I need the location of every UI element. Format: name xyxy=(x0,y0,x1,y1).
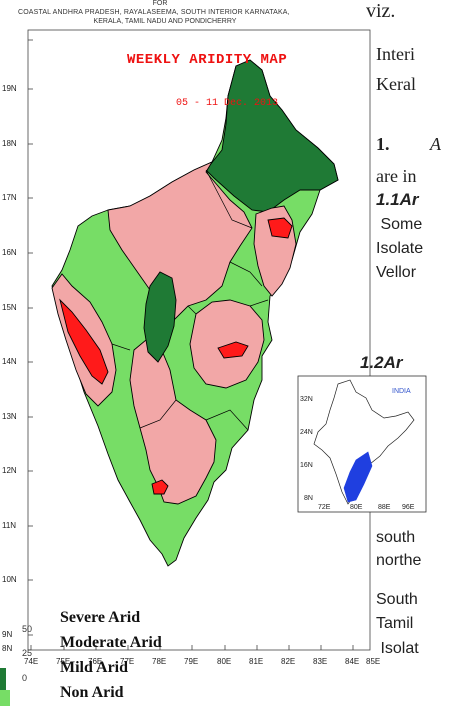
inset-lon-label: 96E xyxy=(402,504,415,511)
region-severe-central xyxy=(217,341,249,359)
lon-label: 83E xyxy=(313,657,328,666)
lat-label: 10N xyxy=(2,575,17,584)
inset-lon-label: 80E xyxy=(350,504,363,511)
lon-label: 74E xyxy=(24,657,39,666)
inset-lat-label: 24N xyxy=(300,429,313,436)
doc-sub12-l4: northe xyxy=(376,552,422,569)
region-non-arid-north xyxy=(205,59,339,213)
lon-label: 78E xyxy=(152,657,167,666)
lat-label: 11N xyxy=(2,521,17,530)
map-frame xyxy=(27,29,371,651)
region-moderate-2 xyxy=(129,339,217,505)
map-header-line1: COASTAL ANDHRA PRADESH, RAYALASEEMA, SOU… xyxy=(18,9,290,16)
legend-mild-arid: Mild Arid xyxy=(60,659,129,676)
legend-tick: 50 xyxy=(22,624,33,634)
region-severe-east xyxy=(267,217,293,239)
doc-sub12-l3: south xyxy=(376,529,416,546)
lat-label: 14N xyxy=(2,357,17,366)
lat-label: 9N xyxy=(2,630,13,639)
lon-label: 77E xyxy=(120,657,135,666)
region-severe-south xyxy=(151,479,169,495)
doc-sub11-l1: Some xyxy=(376,216,423,233)
doc-sub12-l5: South xyxy=(376,591,418,608)
doc-sub12: 1.2Ar xyxy=(360,353,403,372)
lat-ticks xyxy=(28,39,33,636)
map-title: WEEKLY ARIDITY MAP xyxy=(127,52,288,68)
inset-lat-label: 16N xyxy=(300,462,313,469)
region-severe-west xyxy=(59,298,109,385)
region-moderate-1 xyxy=(107,161,253,321)
lat-label: 12N xyxy=(2,466,17,475)
lon-label: 81E xyxy=(249,657,264,666)
map-date: 05 - 11 Dec. 2013 xyxy=(176,98,279,109)
lon-label: 79E xyxy=(184,657,199,666)
doc-viz: viz. xyxy=(366,0,396,22)
region-moderate-3 xyxy=(189,299,265,389)
doc-sec1-letter: A xyxy=(430,134,441,154)
inset-lat-label: 32N xyxy=(300,396,313,403)
legend-non-arid: Non Arid xyxy=(60,684,124,701)
inset-lon-label: 88E xyxy=(378,504,391,511)
doc-sub11-l3: Vellor xyxy=(376,264,417,281)
doc-kerala: Keral xyxy=(376,74,416,94)
lat-label: 16N xyxy=(2,248,17,257)
lon-label: 85E xyxy=(366,657,381,666)
lat-label: 18N xyxy=(2,139,17,148)
lat-label: 15N xyxy=(2,303,17,312)
inset-lon-label: 72E xyxy=(318,504,331,511)
lon-label: 82E xyxy=(281,657,296,666)
lon-ticks xyxy=(30,645,354,650)
inset-lat-label: 8N xyxy=(304,495,313,502)
district-boundaries xyxy=(111,169,269,431)
doc-sub12-l6: Tamil xyxy=(376,615,414,632)
map-header-for: FOR xyxy=(152,0,168,7)
legend-severe-arid: Severe Arid xyxy=(60,609,141,626)
doc-sec1-line2: are in xyxy=(376,166,417,186)
doc-sub12-l7: Isolat xyxy=(376,640,419,657)
lat-label: 8N xyxy=(2,644,13,653)
map-header-line2: KERALA, TAMIL NADU AND PONDICHERRY xyxy=(93,18,237,25)
legend-moderate-arid: Moderate Arid xyxy=(60,634,162,651)
inset-label: INDIA xyxy=(392,388,411,395)
lon-label: 75E xyxy=(56,657,71,666)
lon-label: 84E xyxy=(345,657,360,666)
lat-label: 13N xyxy=(2,412,17,421)
region-non-arid-central xyxy=(143,271,177,363)
legend-tick: 25 xyxy=(22,648,33,658)
doc-sub11: 1.1Ar xyxy=(376,190,419,209)
doc-interior: Interi xyxy=(376,44,415,64)
lon-label: 80E xyxy=(217,657,232,666)
lat-label: 19N xyxy=(2,84,17,93)
doc-sec1-num: 1. xyxy=(376,134,390,154)
lat-label: 17N xyxy=(2,193,17,202)
legend-tick: 0 xyxy=(22,673,28,683)
doc-sub11-l2: Isolate xyxy=(376,240,424,257)
lon-label: 76E xyxy=(88,657,103,666)
